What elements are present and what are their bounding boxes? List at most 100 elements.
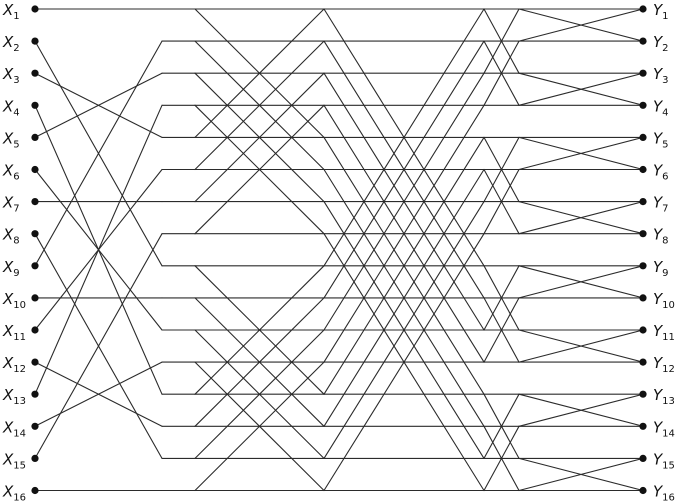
input-label-letter: X [2, 386, 14, 404]
input-label: X1 [2, 1, 20, 22]
permutation-wire [34, 104, 163, 395]
butterfly-wire [194, 265, 325, 395]
output-terminal [639, 390, 647, 398]
butterfly-wire [483, 8, 520, 74]
output-terminal [639, 326, 647, 334]
butterfly-wire [194, 40, 325, 171]
output-label-subscript: 1 [662, 11, 668, 22]
output-label-letter: Y [653, 194, 664, 212]
input-label: X13 [2, 386, 26, 407]
input-terminal [31, 358, 39, 366]
input-label-subscript: 13 [13, 396, 26, 407]
input-label: X9 [2, 258, 20, 279]
output-terminal [639, 422, 647, 430]
input-label-subscript: 5 [13, 139, 19, 150]
output-label-subscript: 14 [662, 428, 675, 439]
output-label-subscript: 16 [662, 493, 675, 501]
butterfly-wire [323, 168, 485, 427]
butterfly-wire [483, 393, 520, 459]
output-label: Y13 [653, 386, 675, 407]
input-label-letter: X [2, 354, 14, 372]
input-terminal [31, 326, 39, 334]
input-label-letter: X [2, 290, 14, 308]
butterfly-wire [483, 40, 520, 106]
input-label-letter: X [2, 226, 14, 244]
output-terminal [639, 133, 647, 141]
input-label-letter: X [2, 450, 14, 468]
output-label-subscript: 7 [662, 204, 668, 215]
output-label-letter: Y [653, 258, 664, 276]
output-label: Y14 [653, 418, 675, 439]
input-label: X7 [2, 194, 20, 215]
butterfly-wire [483, 265, 520, 331]
permutation-wire [34, 72, 163, 138]
input-label-subscript: 15 [13, 460, 26, 471]
input-label-letter: X [2, 194, 14, 212]
input-label-letter: X [2, 1, 14, 19]
butterfly-wire [194, 329, 325, 459]
input-label-subscript: 4 [13, 107, 19, 118]
output-label-letter: Y [653, 1, 664, 19]
butterfly-wire [518, 201, 644, 235]
output-terminal [639, 454, 647, 462]
permutation-wire [34, 361, 163, 427]
output-label-subscript: 13 [662, 396, 675, 407]
input-label: X11 [2, 322, 26, 343]
input-terminal [31, 101, 39, 109]
output-label-letter: Y [653, 162, 664, 180]
butterfly-wire [518, 457, 644, 492]
output-label-letter: Y [653, 450, 664, 468]
input-terminal [31, 165, 39, 174]
input-label: X10 [2, 290, 26, 311]
butterfly-wire [194, 361, 325, 492]
input-label-letter: X [2, 129, 14, 147]
output-label-subscript: 11 [662, 332, 675, 343]
input-label-subscript: 8 [13, 236, 19, 247]
input-terminal [31, 5, 39, 13]
output-label-letter: Y [653, 97, 664, 115]
input-terminal [31, 454, 39, 462]
input-terminal [31, 486, 39, 495]
output-label: Y15 [653, 450, 675, 471]
butterfly-wire [194, 297, 325, 427]
output-label-letter: Y [653, 33, 664, 51]
output-label: Y1 [653, 1, 669, 22]
butterfly-wire [518, 136, 644, 171]
output-terminal [639, 165, 647, 174]
output-label-subscript: 2 [662, 43, 668, 54]
output-label: Y6 [653, 162, 669, 183]
butterfly-wire [194, 8, 325, 138]
output-label: Y4 [653, 97, 669, 118]
input-label: X15 [2, 450, 26, 471]
butterfly-wire [483, 168, 520, 235]
output-label: Y16 [653, 483, 675, 501]
output-label-subscript: 4 [662, 107, 668, 118]
input-label: X16 [2, 483, 26, 501]
output-label-subscript: 6 [662, 172, 668, 183]
output-label-letter: Y [653, 354, 664, 372]
input-label: X14 [2, 418, 26, 439]
output-label: Y3 [653, 65, 669, 86]
butterfly-wire [323, 8, 485, 267]
output-label: Y9 [653, 258, 669, 279]
input-terminal [31, 133, 39, 141]
input-terminal [31, 37, 39, 45]
output-terminal [639, 37, 647, 45]
input-label: X12 [2, 354, 26, 375]
input-label-subscript: 14 [13, 428, 26, 439]
input-terminal [31, 69, 39, 77]
output-terminal [639, 230, 647, 238]
butterfly-wire [483, 425, 520, 492]
butterfly-wire [323, 72, 485, 331]
output-label: Y8 [653, 226, 669, 247]
input-label: X3 [2, 65, 20, 86]
input-terminal [31, 262, 39, 270]
input-label-subscript: 7 [13, 204, 19, 215]
input-terminal [31, 422, 39, 430]
output-label-letter: Y [653, 226, 664, 244]
input-label-subscript: 6 [13, 172, 19, 183]
output-label-letter: Y [653, 65, 664, 83]
permutation-wire [34, 233, 163, 459]
output-label: Y2 [653, 33, 669, 54]
